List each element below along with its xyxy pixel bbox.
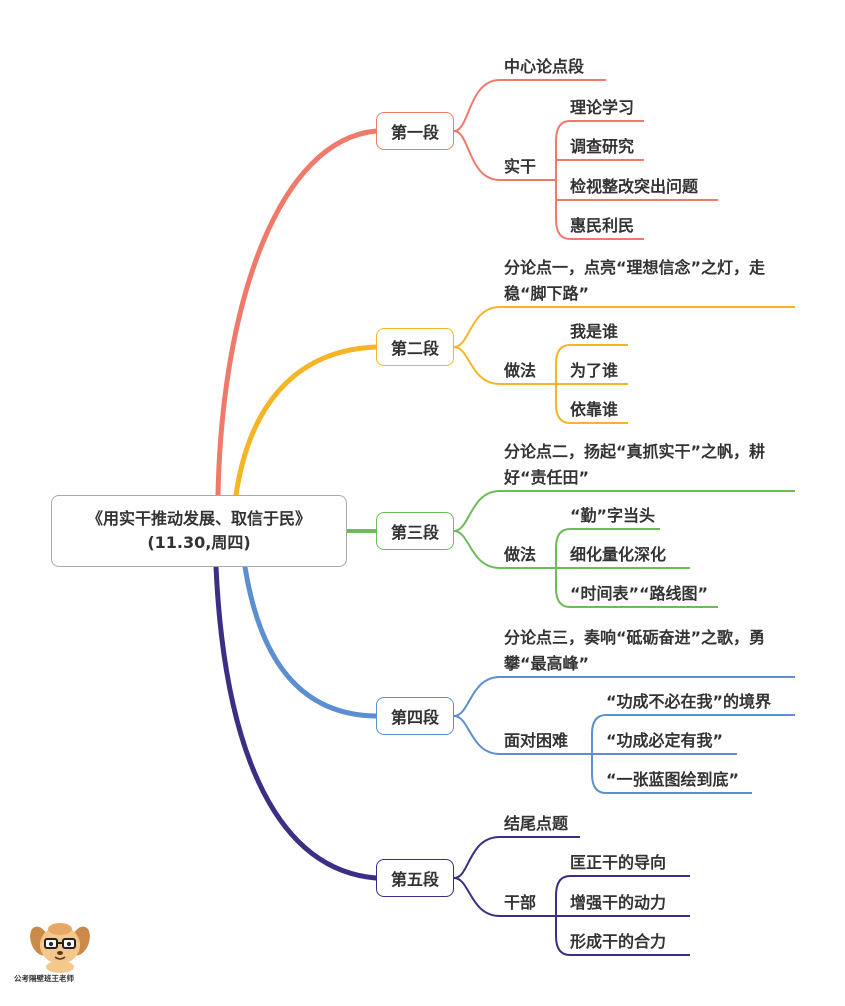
root-title: 《用实干推动发展、取信于民》 (86, 509, 311, 528)
section-3-item-1[interactable]: “勤”字当头 (570, 506, 656, 525)
section-4-item-2[interactable]: “功成必定有我” (606, 731, 724, 750)
section-node-5[interactable]: 第五段 (376, 859, 454, 897)
section-2-item-1[interactable]: 我是谁 (570, 322, 619, 341)
section-5-thesis[interactable]: 结尾点题 (504, 814, 569, 833)
section-1-item-2[interactable]: 调查研究 (570, 137, 635, 156)
section-3-item-3[interactable]: “时间表”“路线图” (570, 584, 709, 603)
section-5-item-1[interactable]: 匡正干的导向 (570, 853, 667, 872)
trunk-section-5 (213, 564, 379, 881)
section-4-method[interactable]: 面对困难 (504, 731, 569, 750)
section-2-method[interactable]: 做法 (504, 361, 537, 380)
section-4-item-3[interactable]: “一张蓝图绘到底” (606, 770, 740, 789)
section-1-item-1[interactable]: 理论学习 (570, 98, 635, 117)
section-2-thesis[interactable]: 分论点一，点亮“理想信念”之灯，走稳“脚下路” (504, 258, 766, 303)
root-node[interactable]: 《用实干推动发展、取信于民》 (11.30,周四) (51, 495, 347, 567)
section-2-item-3[interactable]: 依靠谁 (570, 400, 619, 419)
section-5-item-3[interactable]: 形成干的合力 (570, 932, 667, 951)
section-1-item-4[interactable]: 惠民利民 (570, 216, 635, 235)
watermark-text: 公考隔壁班王老师 (14, 974, 74, 983)
trunk-section-4 (242, 564, 379, 719)
section-1-method[interactable]: 实干 (504, 157, 537, 176)
section-node-3[interactable]: 第三段 (376, 512, 454, 550)
dog-mascot-icon (30, 923, 90, 973)
section-1-item-3[interactable]: 检视整改突出问题 (570, 177, 699, 196)
section-node-4[interactable]: 第四段 (376, 697, 454, 735)
root-subtitle: (11.30,周四) (147, 533, 251, 552)
section-4-thesis[interactable]: 分论点三，奏响“砥砺奋进”之歌，勇攀“最高峰” (504, 628, 766, 673)
section-node-1[interactable]: 第一段 (376, 112, 454, 150)
section-4-item-1[interactable]: “功成不必在我”的境界 (606, 692, 772, 711)
trunk-section-1 (215, 128, 379, 498)
section-node-2[interactable]: 第二段 (376, 328, 454, 366)
section-3-item-2[interactable]: 细化量化深化 (570, 545, 667, 564)
section-1-thesis[interactable]: 中心论点段 (504, 57, 585, 76)
trunk-section-2 (233, 344, 379, 498)
section-5-item-2[interactable]: 增强干的动力 (570, 893, 667, 912)
section-5-method[interactable]: 干部 (504, 893, 537, 912)
section-3-thesis[interactable]: 分论点二，扬起“真抓实干”之帆，耕好“责任田” (504, 442, 766, 487)
section-2-item-2[interactable]: 为了谁 (570, 361, 619, 380)
section-3-method[interactable]: 做法 (504, 545, 537, 564)
